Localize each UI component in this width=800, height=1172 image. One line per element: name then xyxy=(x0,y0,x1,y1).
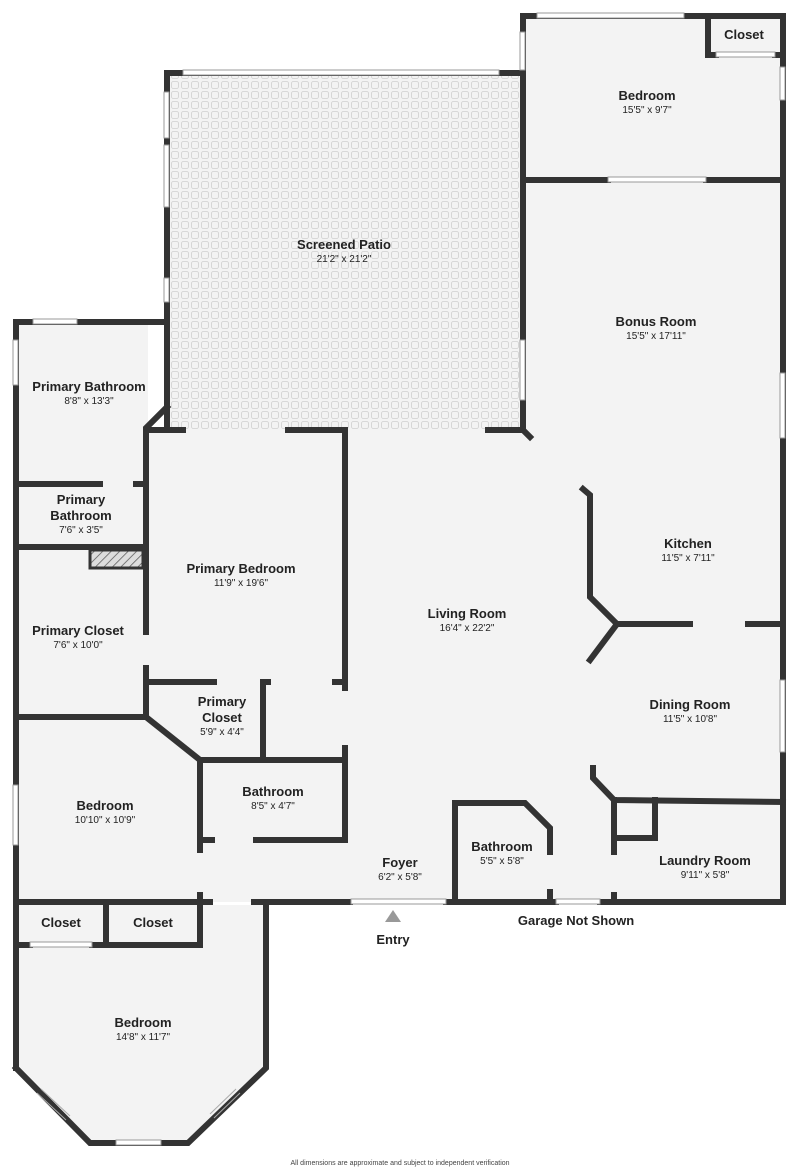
room-label-primary-bathroom-small: Primary Bathroom 7'6" x 3'5" xyxy=(50,492,112,536)
room-label-bedroom-sw: Bedroom 14'8" x 11'7" xyxy=(114,1015,172,1043)
room-label-screened-patio: Screened Patio 21'2" x 21'2" xyxy=(297,237,391,265)
room-label-bedroom-w: Bedroom 10'10" x 10'9" xyxy=(74,798,136,826)
fireplace-hatch xyxy=(88,548,145,570)
room-label-living-room: Living Room 16'4" x 22'2" xyxy=(427,606,507,634)
room-label-dining-room: Dining Room 11'5" x 10'8" xyxy=(649,697,731,725)
disclaimer-footer: All dimensions are approximate and subje… xyxy=(290,1160,510,1167)
room-label-closet-sw2: Closet xyxy=(133,915,173,930)
room-label-primary-bedroom: Primary Bedroom 11'9" x 19'6" xyxy=(186,561,296,589)
room-label-closet-ne: Closet xyxy=(724,27,764,42)
room-label-kitchen: Kitchen 11'5" x 7'11" xyxy=(661,536,715,564)
room-label-bonus-room: Bonus Room 15'5" x 17'11" xyxy=(615,314,697,342)
floor-fill xyxy=(16,16,783,1143)
entry-label: Entry xyxy=(376,932,410,947)
room-label-laundry-room: Laundry Room 9'11" x 5'8" xyxy=(659,853,751,881)
room-label-primary-bathroom: Primary Bathroom 8'8" x 13'3" xyxy=(32,379,146,407)
entry-arrow-icon xyxy=(385,910,401,922)
room-label-bathroom-mid: Bathroom 8'5" x 4'7" xyxy=(242,784,304,812)
room-label-foyer: Foyer 6'2" x 5'8" xyxy=(378,855,422,883)
room-label-closet-sw1: Closet xyxy=(41,915,81,930)
room-label-primary-closet-small: Primary Closet 5'9" x 4'4" xyxy=(197,694,247,738)
garage-label: Garage Not Shown xyxy=(517,913,635,928)
screened-patio-floor xyxy=(167,73,523,430)
room-label-bathroom-small: Bathroom 5'5" x 5'8" xyxy=(471,839,533,867)
windows xyxy=(12,12,786,1146)
room-label-primary-closet-large: Primary Closet 7'6" x 10'0" xyxy=(32,623,124,651)
room-label-bedroom-ne: Bedroom 15'5" x 9'7" xyxy=(618,88,676,116)
